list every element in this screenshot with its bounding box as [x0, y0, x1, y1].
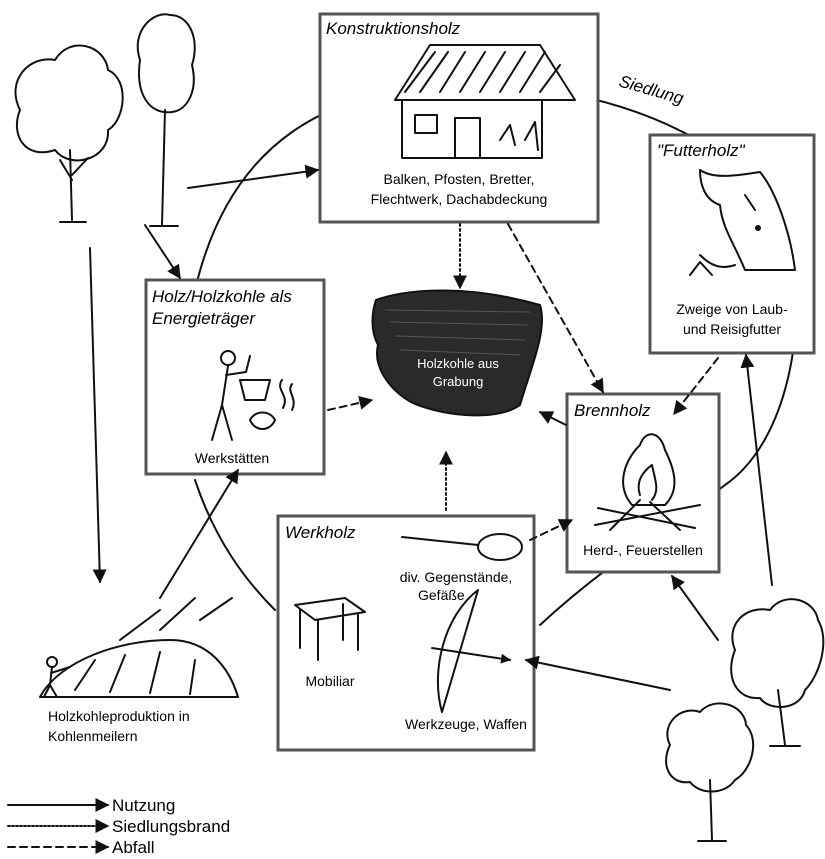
- house-icon: [394, 44, 576, 159]
- tree-right-large-icon: [730, 598, 825, 747]
- stool-icon: [294, 597, 366, 661]
- charcoal-label-1: Holzkohle aus: [417, 356, 499, 371]
- firewood-title: Brennholz: [574, 401, 651, 420]
- legend-item-waste: Abfall: [7, 838, 155, 857]
- box-work-wood: Werkholz div. Gegenstände, Gefäße Mobili…: [276, 514, 536, 752]
- tree-left-tall-icon: [136, 13, 196, 227]
- legend-label-waste: Abfall: [112, 838, 155, 857]
- kiln-worker-icon: [43, 656, 71, 698]
- fodder-title: "Futterholz": [657, 141, 746, 160]
- use-arrows: [89, 164, 773, 691]
- fodder-caption-2: und Reisigfutter: [683, 321, 781, 337]
- cow-icon: [689, 169, 796, 276]
- construction-caption-2: Flechtwerk, Dachabdeckung: [371, 191, 548, 207]
- box-energy-source: Holz/Holzkohle als Energieträger Werkstä…: [144, 278, 326, 476]
- smith-worker-icon: [211, 350, 295, 441]
- charcoal-lump: [371, 289, 543, 417]
- fire-arrows: [439, 223, 467, 511]
- waste-arrows: [327, 223, 719, 541]
- spoon-icon: [401, 533, 523, 561]
- legend-label-fire: Siedlungsbrand: [112, 817, 230, 836]
- excavated-charcoal: Holzkohle aus Grabung: [371, 289, 543, 417]
- smoke-lines: [119, 597, 233, 641]
- bow-arrow-icon: [431, 589, 511, 713]
- kiln-mound-icon: [39, 639, 239, 698]
- energy-title-2: Energieträger: [152, 309, 256, 328]
- firewood-to-charcoal-arrow: [538, 411, 567, 426]
- tools-caption: Werkzeuge, Waffen: [405, 716, 527, 732]
- furniture-caption: Mobiliar: [305, 673, 354, 689]
- charcoal-label-2: Grabung: [433, 374, 484, 389]
- energy-title-1: Holz/Holzkohle als: [152, 287, 292, 306]
- fire-icon: [594, 433, 701, 531]
- legend-label-use: Nutzung: [112, 796, 175, 815]
- box-construction-wood: Konstruktionsholz Balken, Pfosten, Brett…: [318, 12, 600, 224]
- legend: Nutzung Siedlungsbrand Abfall: [7, 796, 230, 857]
- energy-caption: Werkstätten: [195, 450, 269, 466]
- legend-item-fire: Siedlungsbrand: [7, 817, 230, 836]
- construction-caption-1: Balken, Pfosten, Bretter,: [384, 171, 535, 187]
- box-fodder-wood: "Futterholz" Zweige von Laub- und Reisig…: [648, 133, 816, 355]
- firewood-caption: Herd-, Feuerstellen: [583, 542, 703, 558]
- tree-right-small-icon: [665, 702, 755, 842]
- fodder-caption-1: Zweige von Laub-: [676, 301, 788, 317]
- legend-item-use: Nutzung: [7, 796, 175, 815]
- box-firewood: Brennholz Herd-, Feuerstellen: [565, 392, 721, 574]
- kiln-caption-1: Holzkohleproduktion in: [48, 708, 190, 724]
- kiln-caption-2: Kohlenmeilern: [48, 728, 138, 744]
- construction-title: Konstruktionsholz: [326, 19, 461, 38]
- objects-caption-2: Gefäße: [418, 587, 465, 603]
- settlement-label: Siedlung: [617, 72, 686, 109]
- objects-caption-1: div. Gegenstände,: [400, 569, 513, 585]
- charcoal-kiln: Holzkohleproduktion in Kohlenmeilern: [39, 597, 239, 744]
- workwood-title: Werkholz: [285, 523, 356, 542]
- tree-left-round-icon: [14, 44, 124, 223]
